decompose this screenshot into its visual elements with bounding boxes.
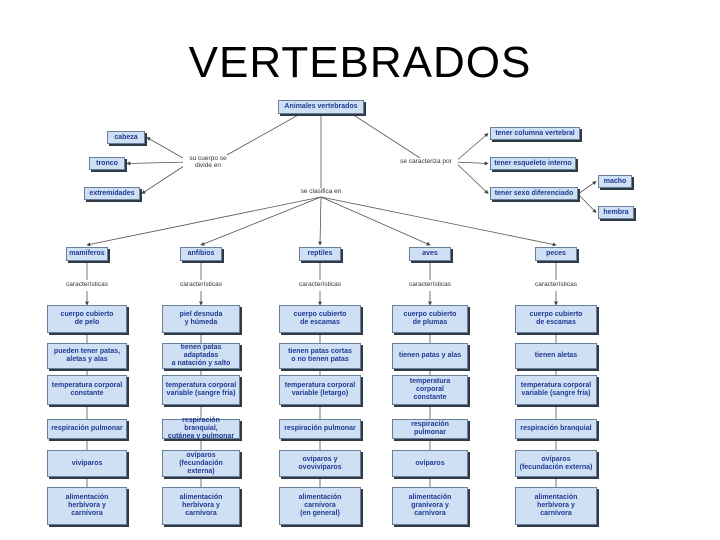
trait-2: tener sexo diferenciado — [490, 187, 578, 200]
connector-trait-2 — [454, 161, 489, 194]
class-0: mamíferos — [66, 247, 108, 261]
sex-1: hembra — [598, 206, 634, 219]
class-2-item-1: tienen patas cortas o no tienen patas — [279, 343, 361, 369]
connector-class-2 — [318, 196, 323, 246]
body-part-0: cabeza — [107, 131, 145, 144]
class-1-item-3: respiración branquial, cutánea y pulmona… — [162, 417, 240, 440]
class-2-item-3: respiración pulmonar — [279, 419, 361, 439]
connector-class-4 — [320, 196, 557, 247]
class-0-item-5: alimentación herbívora y carnívora — [47, 487, 127, 525]
connector-root-body — [217, 113, 301, 161]
class-1-item-1: tienen patas adaptadas a natación y salt… — [162, 343, 240, 369]
class-3-item-1: tienen patas y alas — [392, 343, 468, 369]
root-node: Animales vertebrados — [278, 100, 364, 114]
page-title: VERTEBRADOS — [188, 38, 532, 87]
class-4: peces — [535, 247, 577, 261]
class-4-item-1: tienen aletas — [515, 343, 597, 369]
class-4-item-4: ovíparos (fecundación externa) — [515, 450, 597, 477]
sex-0: macho — [598, 175, 632, 188]
connector-class-0 — [86, 196, 322, 247]
class-2-item-4: ovíparos y ovovivíparos — [279, 450, 361, 477]
class-3-item-4: ovíparos — [392, 450, 468, 477]
class-2: reptiles — [299, 247, 341, 261]
class-0-item-1: pueden tener patas, aletas y alas — [47, 343, 127, 369]
connector-body-part-2 — [141, 161, 191, 194]
class-char-label-2: características — [290, 281, 350, 288]
class-3-item-0: cuerpo cubierto de plumas — [392, 305, 468, 333]
class-4-item-3: respiración branquial — [515, 419, 597, 439]
trait-0: tener columna vertebral — [490, 127, 580, 140]
connector-class-1 — [200, 196, 322, 246]
connector-root-traits — [351, 113, 421, 159]
class-4-item-5: alimentación herbívora y carnívora — [515, 487, 597, 525]
connector-trait-1 — [454, 161, 489, 166]
class-char-label-0: características — [57, 281, 117, 288]
class-2-item-2: temperatura corporal variable (letargo) — [279, 375, 361, 405]
class-0-item-2: temperatura corporal constante — [47, 375, 127, 405]
class-0-item-0: cuerpo cubierto de pelo — [47, 305, 127, 333]
connector-trait-0 — [454, 133, 489, 163]
body-part-2: extremidades — [84, 187, 140, 200]
trait-1: tener esqueleto interno — [490, 157, 576, 170]
connector-body-part-1 — [126, 161, 191, 166]
class-1-item-2: temperatura corporal variable (sangre fr… — [162, 375, 240, 405]
class-4-item-2: temperatura corporal variable (sangre fr… — [515, 375, 597, 405]
connector-sex-0 — [577, 181, 597, 195]
class-0-item-3: respiración pulmonar — [47, 419, 127, 439]
class-1-item-5: alimentación herbívora y carnívora — [162, 487, 240, 525]
body-part-1: tronco — [89, 157, 125, 170]
connector-class-3 — [320, 196, 431, 246]
class-3-item-3: respiración pulmonar — [392, 419, 468, 439]
class-3-item-5: alimentación granívora y carnívora — [392, 487, 468, 525]
class-1-item-4: ovíparos (fecundación externa) — [162, 450, 240, 477]
class-2-item-0: cuerpo cubierto de escamas — [279, 305, 361, 333]
class-2-item-5: alimentación carnívora (en general) — [279, 487, 361, 525]
trait-label: se caracteriza por — [394, 158, 458, 165]
class-3-item-2: temperatura corporal constante — [392, 375, 468, 405]
class-3: aves — [409, 247, 451, 261]
body-label: su cuerpo se divide en — [183, 155, 233, 169]
class-label: se clasifica en — [293, 188, 349, 195]
connector-body-part-0 — [146, 137, 191, 163]
class-4-item-0: cuerpo cubierto de escamas — [515, 305, 597, 333]
class-char-label-4: características — [526, 281, 586, 288]
class-char-label-3: características — [400, 281, 460, 288]
class-char-label-1: características — [171, 281, 231, 288]
class-1: anfibios — [180, 247, 222, 261]
class-0-item-4: vivíparos — [47, 450, 127, 477]
class-1-item-0: piel desnuda y húmeda — [162, 305, 240, 333]
connector-sex-1 — [577, 193, 597, 213]
